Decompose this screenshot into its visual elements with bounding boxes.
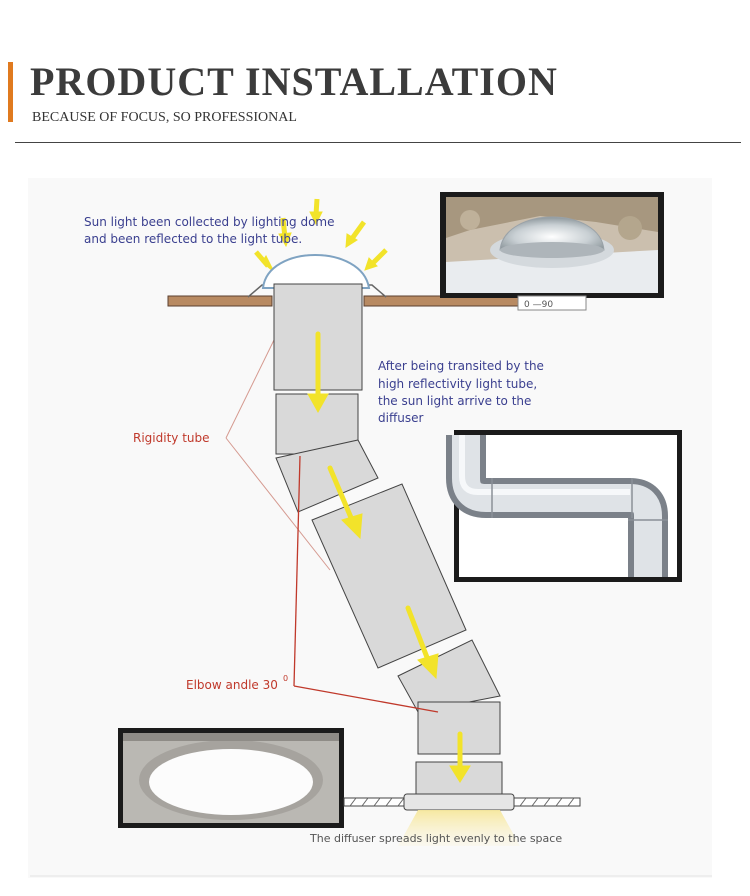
transit-caption-line4: diffuser bbox=[378, 411, 423, 425]
bent-pipe-photo bbox=[446, 430, 682, 582]
tube-elbow-upper bbox=[275, 439, 379, 513]
page-title: PRODUCT INSTALLATION bbox=[30, 59, 558, 104]
elbow-degree-mark: 0 bbox=[283, 674, 288, 683]
roof-left bbox=[167, 295, 273, 307]
rigidity-leader-lines bbox=[225, 339, 331, 571]
light-spread bbox=[398, 810, 520, 846]
elbow-angle-lines bbox=[293, 455, 439, 713]
elbow-angle-label: Elbow andle 30 bbox=[186, 678, 278, 692]
light-tube bbox=[273, 283, 503, 809]
angle-range-badge bbox=[517, 295, 587, 311]
page-subtitle: BECAUSE OF FOCUS, SO PROFESSIONAL bbox=[32, 110, 297, 125]
ceiling bbox=[343, 793, 581, 811]
dome-photo bbox=[440, 192, 664, 298]
transit-caption-line2: high reflectivity light tube, bbox=[378, 377, 537, 391]
angle-range-text: 0 —90 bbox=[524, 300, 553, 310]
dome-caption-line2: and been reflected to the light tube. bbox=[84, 232, 302, 246]
transit-caption-line1: After being transited by the bbox=[378, 359, 544, 373]
tube-segment-diagonal bbox=[311, 483, 467, 669]
tube-elbow-lower bbox=[397, 639, 501, 713]
header-divider bbox=[15, 142, 741, 143]
diffuser-photo bbox=[118, 728, 344, 828]
sun-rays bbox=[254, 198, 388, 273]
title-accent-bar bbox=[8, 62, 13, 122]
installation-diagram: Sun light been collected by lighting dom… bbox=[28, 178, 712, 878]
dome-caption-line1: Sun light been collected by lighting dom… bbox=[84, 215, 335, 229]
transit-caption-line3: the sun light arrive to the bbox=[378, 394, 531, 408]
lighting-dome bbox=[261, 254, 371, 289]
diffuser-caption: The diffuser spreads light evenly to the… bbox=[309, 832, 562, 845]
light-arrows bbox=[307, 331, 471, 783]
rigidity-tube-label: Rigidity tube bbox=[133, 431, 210, 445]
